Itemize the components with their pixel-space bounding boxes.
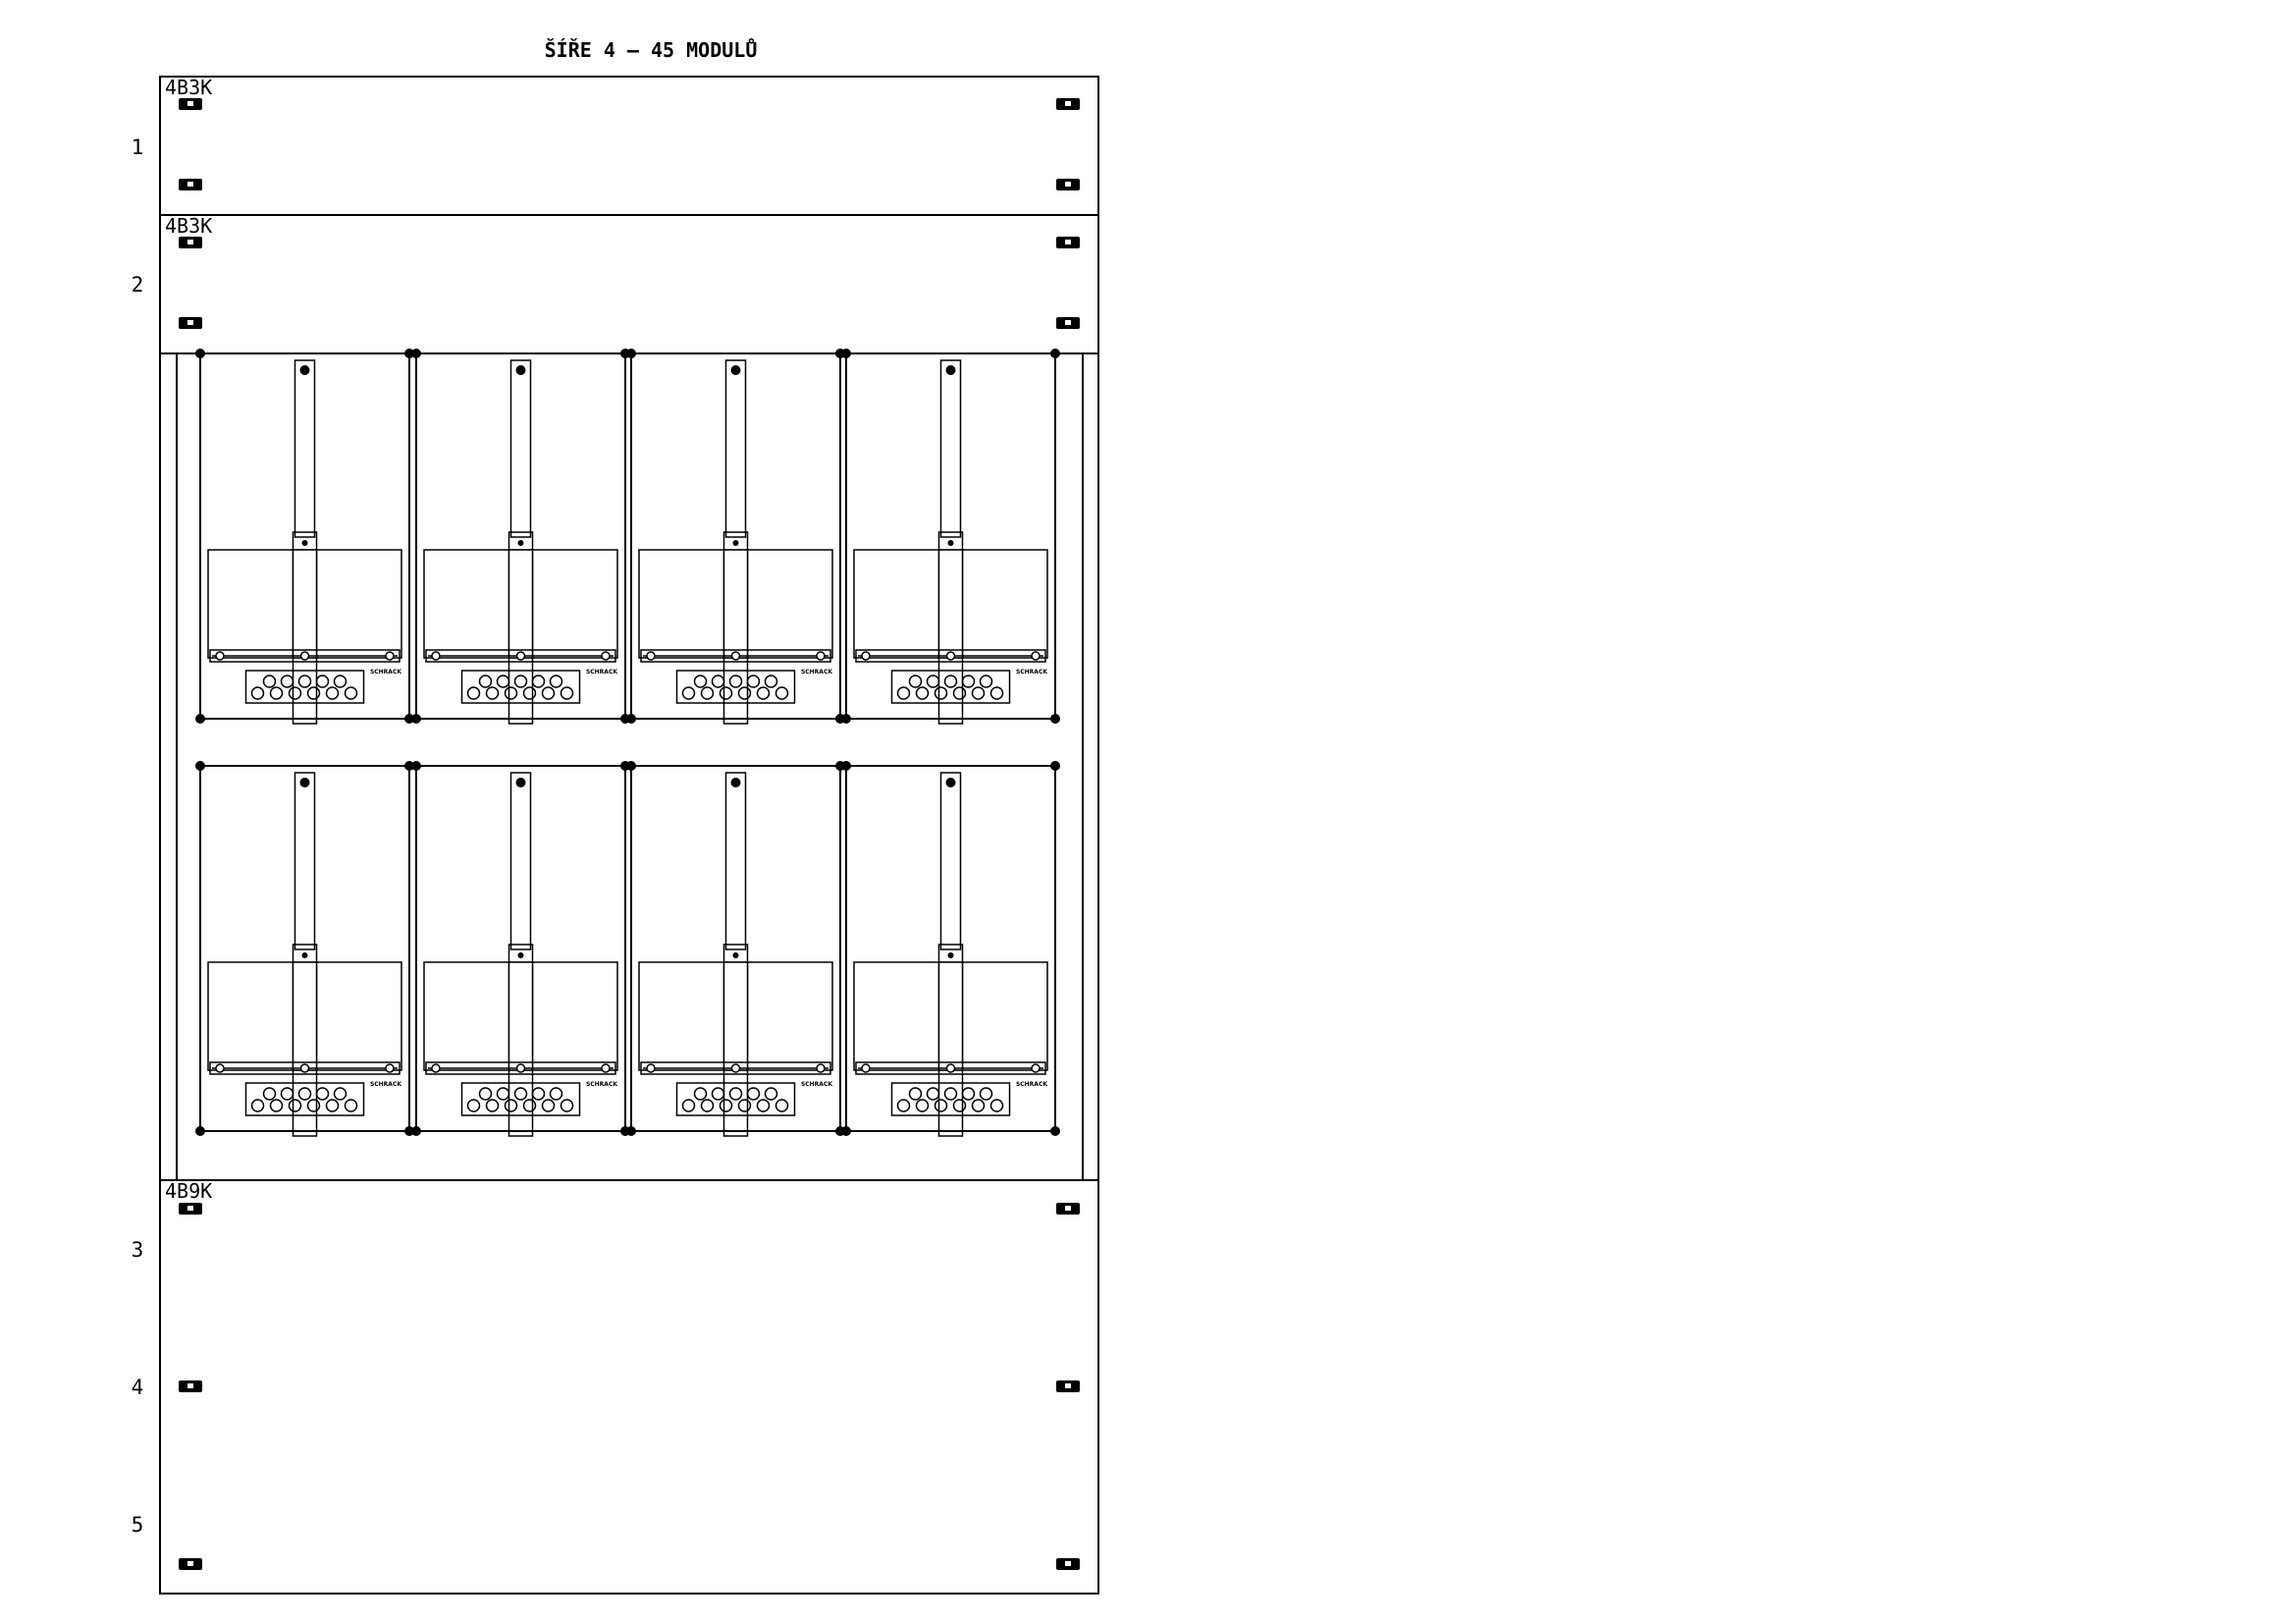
brand-label: SCHRACK [1016,1081,1047,1088]
terminal-block [244,1082,365,1116]
clip-right [1056,1203,1080,1215]
mount-point [411,761,421,771]
terminal-rail [425,1061,616,1075]
panel-label-3: 4B9K [165,1179,212,1203]
meter-strap [294,772,316,950]
mount-point [404,761,414,771]
drawing-title: ŠÍŘE 4 – 45 MODULŮ [545,38,758,62]
brand-label: SCHRACK [586,1081,617,1088]
meter-unit: SCHRACK [626,349,845,725]
mount-point [841,349,851,358]
terminal-block [675,1082,796,1116]
meter-strap [939,772,962,950]
clip-right [1056,237,1080,248]
meter-strap [294,359,316,538]
clip-right [1056,1558,1080,1570]
terminal-rail [425,649,616,663]
meter-strap [509,359,532,538]
meter-strap [724,359,747,538]
brand-label: SCHRACK [801,669,832,676]
clip-left [179,179,202,190]
mount-point [626,761,636,771]
meter-units: SCHRACK SCHRACK SCHRACK SCHRACK SCHRACK SCHRA… [195,349,1060,1137]
brand-label: SCHRACK [801,1081,832,1088]
mount-point [411,1126,421,1136]
clip-right [1056,179,1080,190]
clip-left [179,1203,202,1215]
mount-point [404,714,414,724]
terminal-rail [640,649,831,663]
clip-left [179,237,202,248]
row-number-4: 4 [132,1376,144,1399]
brand-label: SCHRACK [586,669,617,676]
clip-left [179,98,202,110]
panel-label-2: 4B3K [165,214,212,238]
brand-label: SCHRACK [370,669,401,676]
terminal-block [244,670,365,704]
mount-point [841,1126,851,1136]
clip-left [179,1558,202,1570]
terminal-rail [209,1061,400,1075]
enclosure-outline [159,76,1099,1595]
mount-point [1050,761,1060,771]
terminal-rail [855,1061,1046,1075]
clip-left [179,1380,202,1392]
terminal-rail [640,1061,831,1075]
clip-left [179,317,202,329]
terminal-block [675,670,796,704]
mount-point [1050,1126,1060,1136]
mount-point [195,349,205,358]
mount-point [195,761,205,771]
clip-right [1056,1380,1080,1392]
mount-point [411,349,421,358]
terminal-rail [209,649,400,663]
clip-right [1056,98,1080,110]
meter-unit: SCHRACK [841,761,1060,1137]
mount-point [1050,349,1060,358]
mount-point [626,1126,636,1136]
meter-unit: SCHRACK [411,349,630,725]
clip-right [1056,317,1080,329]
meter-strap [939,359,962,538]
terminal-block [460,1082,581,1116]
mount-point [841,714,851,724]
terminal-block [890,670,1011,704]
terminal-block [460,670,581,704]
terminal-rail [855,649,1046,663]
meter-strap [509,772,532,950]
mount-point [195,1126,205,1136]
mount-point [411,714,421,724]
panel-clips [179,98,1080,1570]
brand-label: SCHRACK [1016,669,1047,676]
panel-label-1: 4B3K [165,76,212,99]
meter-unit: SCHRACK [195,349,414,725]
mount-point [626,349,636,358]
mount-point [195,714,205,724]
meter-unit: SCHRACK [411,761,630,1137]
terminal-block [890,1082,1011,1116]
mount-point [404,349,414,358]
meter-unit: SCHRACK [195,761,414,1137]
mount-point [1050,714,1060,724]
row-number-5: 5 [132,1513,144,1537]
mount-point [841,761,851,771]
row-number-3: 3 [132,1238,144,1262]
meter-strap [724,772,747,950]
meter-unit: SCHRACK [626,761,845,1137]
row-number-2: 2 [132,273,144,297]
meter-unit: SCHRACK [841,349,1060,725]
mount-point [626,714,636,724]
mount-point [404,1126,414,1136]
brand-label: SCHRACK [370,1081,401,1088]
row-number-1: 1 [132,135,144,159]
